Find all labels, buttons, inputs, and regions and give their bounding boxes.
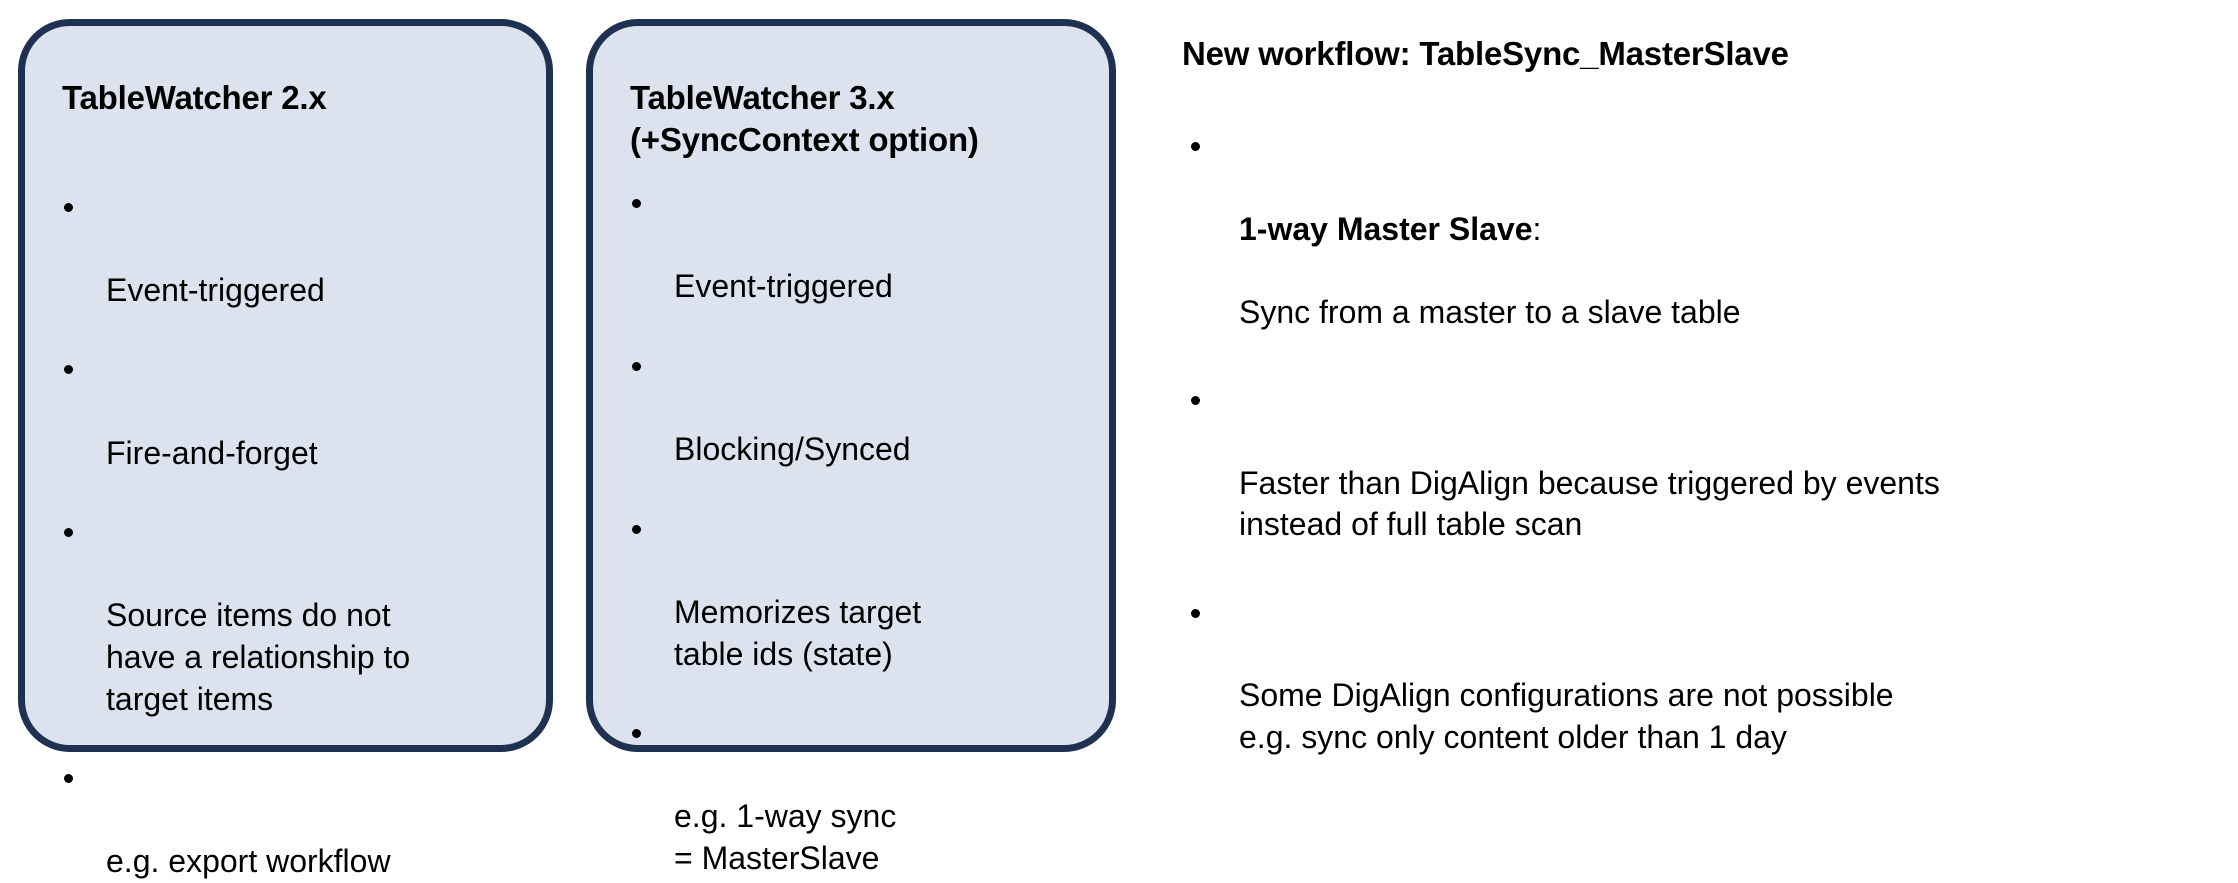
list-item-text: Source items do not have a relationship … — [106, 597, 411, 717]
list-item-text: Sync from a master to a slave table — [1239, 293, 1741, 330]
bullet-dot-icon — [64, 365, 73, 375]
list-item: Faster than DigAlign because triggered b… — [1182, 380, 2202, 546]
list-item-text: Memorizes target table ids (state) — [674, 593, 922, 672]
list-item-text: Blocking/Synced — [674, 431, 911, 468]
bullet-dot-icon — [632, 729, 641, 739]
list-item: 1-way Master Slave: Sync from a master t… — [1182, 126, 2202, 334]
card-title-tablewatcher-3x: TableWatcher 3.x (+SyncContext option) — [630, 79, 979, 158]
list-item: Memorizes target table ids (state) — [630, 509, 1079, 675]
slide-canvas: TableWatcher 2.x Event-triggered Fire-an… — [18, 19, 2202, 880]
list-item-text: Event-triggered — [106, 271, 325, 308]
list-item: e.g. export workflow — [62, 758, 516, 883]
list-item-lead-suffix: : — [1532, 210, 1542, 247]
list-item-text: Fire-and-forget — [106, 434, 318, 471]
card-tablewatcher-2x: TableWatcher 2.x Event-triggered Fire-an… — [18, 19, 553, 879]
bullet-dot-icon — [1191, 396, 1200, 406]
list-item-lead: 1-way Master Slave — [1239, 210, 1533, 247]
list-item: e.g. 1-way sync = MasterSlave — [630, 713, 1079, 879]
bullet-dot-icon — [1191, 608, 1200, 618]
card-title-tablewatcher-2x: TableWatcher 2.x — [62, 79, 327, 116]
bullet-dot-icon — [64, 528, 73, 538]
bullet-dot-icon — [632, 361, 641, 371]
notes-column: New workflow: TableSync_MasterSlave 1-wa… — [1182, 34, 2202, 758]
list-item-text: e.g. 1-way sync = MasterSlave — [674, 798, 897, 876]
bullet-dot-icon — [632, 199, 641, 209]
card-bullet-list-tablewatcher-3x: Event-triggered Blocking/Synced Memorize… — [630, 183, 1079, 879]
list-item-text: Faster than DigAlign because triggered b… — [1239, 464, 1940, 543]
list-item: Blocking/Synced — [630, 346, 1079, 471]
list-item: Some DigAlign configurations are not pos… — [1182, 592, 2202, 758]
list-item: Event-triggered — [62, 187, 516, 312]
notes-title: New workflow: TableSync_MasterSlave — [1182, 35, 1789, 72]
list-item-text: e.g. export workflow — [106, 843, 391, 880]
list-item: Source items do not have a relationship … — [62, 512, 516, 720]
bullet-dot-icon — [1191, 142, 1200, 152]
notes-bullet-list: 1-way Master Slave: Sync from a master t… — [1182, 126, 2202, 759]
list-item-text: Some DigAlign configurations are not pos… — [1239, 677, 1894, 755]
bullet-dot-icon — [64, 202, 73, 212]
bullet-dot-icon — [64, 774, 73, 784]
bullet-dot-icon — [632, 524, 641, 534]
list-item-text: Event-triggered — [674, 268, 893, 305]
card-bullet-list-tablewatcher-2x: Event-triggered Fire-and-forget Source i… — [62, 187, 516, 883]
list-item: Event-triggered — [630, 183, 1079, 308]
card-tablewatcher-3x: TableWatcher 3.x (+SyncContext option) E… — [586, 19, 1116, 876]
list-item: Fire-and-forget — [62, 349, 516, 474]
